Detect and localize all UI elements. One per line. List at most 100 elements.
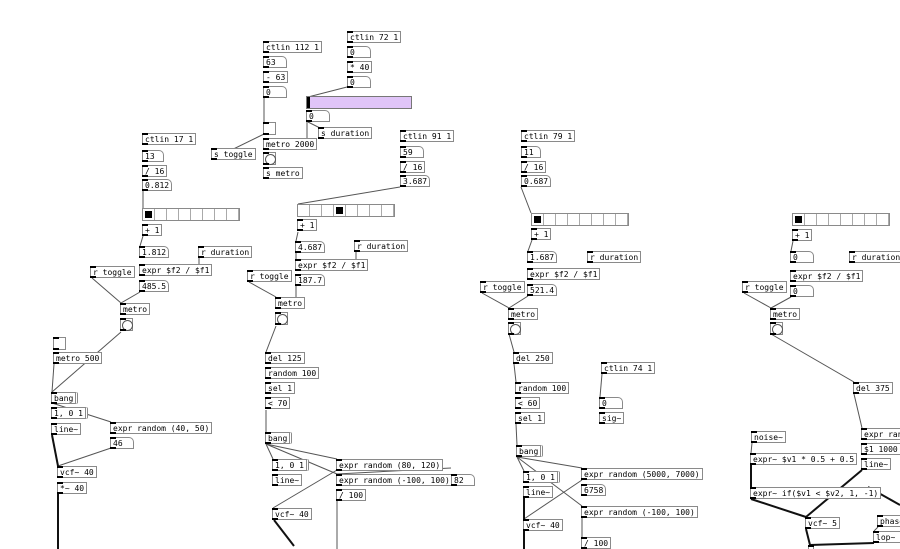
control-cord[interactable] [265, 443, 338, 460]
hradio-selector[interactable] [142, 208, 240, 221]
signal-cord[interactable] [273, 519, 295, 547]
hradio-selector[interactable] [531, 213, 629, 226]
bang-button[interactable] [770, 322, 783, 335]
message-box[interactable]: bang [516, 445, 544, 457]
hradio-cell[interactable] [853, 214, 865, 225]
control-cord[interactable] [91, 277, 122, 304]
control-cord[interactable] [520, 186, 532, 214]
bang-button[interactable] [275, 312, 288, 325]
control-cord[interactable] [295, 231, 299, 242]
control-cord[interactable] [297, 186, 401, 205]
toggle[interactable] [263, 122, 276, 135]
number-box[interactable]: 11 [521, 146, 541, 158]
number-box[interactable]: 0 [347, 46, 371, 58]
message-box[interactable]: bang [265, 432, 293, 444]
control-cord[interactable] [513, 363, 517, 383]
control-cord[interactable] [120, 291, 141, 304]
hradio-cell[interactable] [544, 214, 556, 225]
control-cord[interactable] [790, 240, 794, 252]
hradio-cell[interactable] [877, 214, 889, 225]
signal-cord[interactable] [51, 434, 59, 467]
control-cord[interactable] [743, 292, 772, 309]
number-box[interactable]: 4.687 [295, 241, 326, 253]
control-cord[interactable] [265, 325, 277, 353]
control-cord[interactable] [272, 469, 338, 509]
horizontal-slider[interactable] [306, 96, 412, 109]
number-box[interactable]: 6758 [581, 484, 607, 496]
control-cord[interactable] [51, 363, 55, 393]
control-cord[interactable] [770, 333, 855, 383]
control-cord[interactable] [527, 239, 533, 252]
control-cord[interactable] [248, 281, 277, 298]
hradio-cell[interactable] [841, 214, 853, 225]
hradio-cell[interactable] [310, 205, 322, 216]
control-cord[interactable] [508, 295, 529, 309]
hradio-cell[interactable] [179, 209, 191, 220]
number-box[interactable]: 0 [790, 285, 814, 297]
hradio-cell[interactable] [592, 214, 604, 225]
number-box[interactable]: 46 [110, 437, 134, 449]
control-cord[interactable] [139, 235, 144, 247]
hradio-cell[interactable] [829, 214, 841, 225]
hradio-cell[interactable] [191, 209, 203, 220]
message-box[interactable]: bang [51, 392, 79, 404]
hradio-cell[interactable] [167, 209, 179, 220]
hradio-selector[interactable] [792, 213, 890, 226]
number-box[interactable]: 82 [451, 474, 475, 486]
number-box[interactable]: 0 [347, 76, 371, 88]
hradio-cell[interactable] [370, 205, 382, 216]
number-box[interactable]: 1.687 [527, 251, 558, 263]
number-box[interactable]: 0.812 [142, 179, 173, 191]
signal-cord[interactable] [750, 498, 807, 518]
control-cord[interactable] [57, 447, 112, 467]
hradio-cell[interactable] [203, 209, 215, 220]
control-cord[interactable] [481, 292, 510, 309]
hradio-cell[interactable] [227, 209, 239, 220]
control-cord[interactable] [523, 479, 583, 520]
hradio-cell[interactable] [568, 214, 580, 225]
number-box[interactable]: 0 [599, 397, 623, 409]
number-box[interactable]: 485.5 [139, 280, 170, 292]
control-cord[interactable] [265, 443, 274, 460]
number-box[interactable]: 13 [142, 150, 164, 162]
control-cord[interactable] [750, 442, 753, 454]
hradio-cell[interactable] [143, 209, 155, 220]
bang-button[interactable] [120, 318, 133, 331]
hradio-cell[interactable] [382, 205, 394, 216]
hradio-cell[interactable] [604, 214, 616, 225]
number-box[interactable]: 63 [263, 56, 287, 68]
message-box[interactable]: 1, 0 1 [523, 471, 560, 483]
control-cord[interactable] [515, 423, 518, 446]
number-box[interactable]: 3.687 [400, 175, 431, 187]
number-box[interactable]: 0 [263, 86, 287, 98]
hradio-cell[interactable] [580, 214, 592, 225]
hradio-cell[interactable] [346, 205, 358, 216]
hradio-cell[interactable] [616, 214, 628, 225]
control-cord[interactable] [307, 86, 348, 98]
control-cord[interactable] [599, 373, 603, 398]
hradio-cell[interactable] [556, 214, 568, 225]
number-box[interactable]: 0.687 [521, 175, 552, 187]
toggle[interactable] [53, 337, 66, 350]
hradio-selector[interactable] [297, 204, 395, 217]
number-box[interactable]: 187.7 [295, 274, 326, 286]
number-box[interactable]: 1.812 [139, 246, 170, 258]
hradio-cell[interactable] [322, 205, 334, 216]
hradio-cell[interactable] [358, 205, 370, 216]
hradio-cell[interactable] [793, 214, 805, 225]
slider-handle[interactable] [307, 97, 310, 108]
message-box[interactable]: $1 1000 [861, 443, 900, 455]
hradio-cell[interactable] [865, 214, 877, 225]
number-box[interactable]: 0 [790, 251, 814, 263]
hradio-cell[interactable] [155, 209, 167, 220]
signal-cord[interactable] [809, 542, 875, 546]
hradio-cell[interactable] [215, 209, 227, 220]
signal-cord[interactable] [805, 528, 811, 546]
hradio-cell[interactable] [334, 205, 346, 216]
control-cord[interactable] [516, 456, 583, 469]
number-box[interactable]: 0 [306, 110, 330, 122]
bang-button[interactable] [508, 322, 521, 335]
number-box[interactable]: 521.4 [527, 284, 558, 296]
control-cord[interactable] [873, 526, 879, 532]
